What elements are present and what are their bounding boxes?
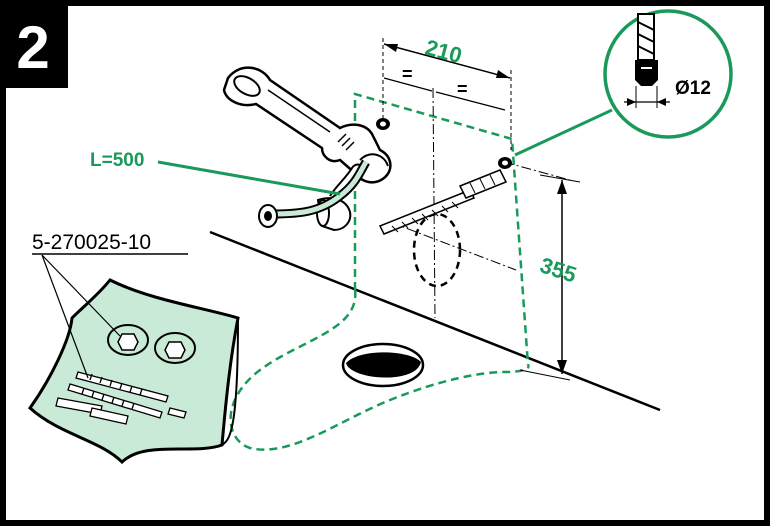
hose-nut — [258, 204, 278, 228]
step-badge: 2 — [0, 0, 68, 88]
dimension-width-label: 210 — [423, 35, 465, 69]
dimension-355: 355 — [519, 174, 581, 381]
drill-detail: Ø12 — [514, 9, 733, 157]
pack-screws — [55, 371, 187, 425]
wall-outline — [353, 92, 530, 366]
step-number: 2 — [16, 14, 49, 81]
dimension-210: 210 = = — [382, 35, 512, 150]
floor-line — [209, 230, 661, 412]
drill-diameter-label: Ø12 — [675, 78, 711, 99]
pack-washer-left — [107, 324, 149, 356]
part-number-label: 5-270025-10 — [32, 231, 151, 254]
equal-mark-left: = — [402, 64, 413, 84]
floor-footprint-outline — [229, 289, 530, 451]
wrench — [222, 66, 392, 184]
waste-pipe-hole — [341, 342, 425, 388]
part-number-callout: 5-270025-10 — [32, 231, 188, 379]
hose-length-label: L=500 — [90, 150, 144, 171]
dimension-height-label: 355 — [537, 252, 580, 287]
hose-callout: L=500 — [90, 150, 341, 196]
center-lines — [389, 87, 571, 319]
pack-washer-right — [154, 332, 196, 364]
flex-hose — [258, 159, 370, 228]
parts-pack — [28, 278, 240, 465]
anchor-bolts — [376, 118, 512, 235]
wall-outlet-outline — [412, 212, 462, 288]
equal-mark-right: = — [457, 79, 468, 99]
